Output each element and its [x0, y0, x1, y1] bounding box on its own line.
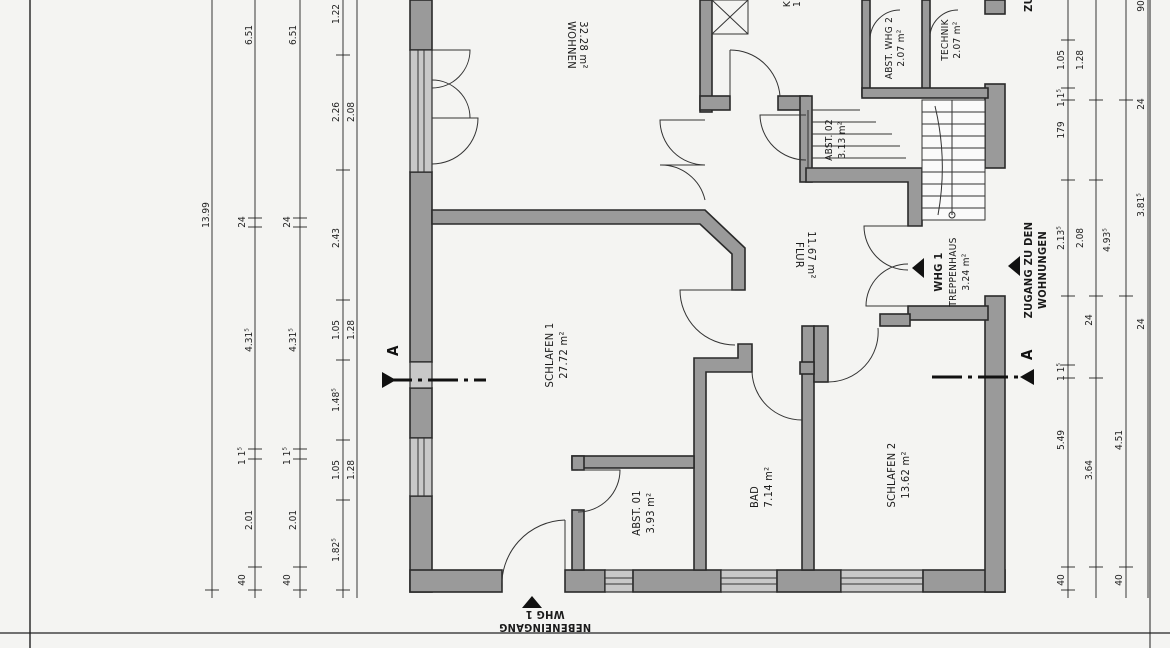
rdim-c3-0: 4.93⁵ [1102, 228, 1113, 252]
room-bad-area: 7.14 m² [762, 467, 775, 508]
rdim-c1-6: 40 [1056, 574, 1067, 586]
room-treppenhaus-area: 3.24 m² [961, 253, 972, 290]
rdim-c4-2: 3.81⁵ [1136, 193, 1147, 217]
dim-c4-2: 1.28 [346, 460, 357, 480]
rdim-c3-1: 4.51 [1114, 430, 1125, 450]
zugang-label-line1: ZUGANG ZU DEN [1022, 222, 1035, 319]
doors [431, 9, 959, 591]
room-flur-area: 11.67 m² [805, 231, 818, 278]
room-kueche-name: K [782, 0, 793, 7]
dim-c3-6: 1.82⁵ [331, 538, 342, 562]
room-kueche-area: 1 [792, 1, 803, 7]
room-schlafen1-name: SCHLAFEN 1 [543, 323, 556, 388]
rdim-c2-1: 2.08 [1075, 228, 1086, 248]
dimension-labels-left: 13.99 6.51 24 4.31⁵ 1 1⁵ 2.01 40 6.51 24… [201, 4, 357, 586]
room-treppenhaus-name: TREPPENHAUS [948, 237, 959, 307]
rdim-c4-1: 24 [1136, 98, 1147, 110]
room-wohnen-name: WOHNEN [565, 21, 578, 69]
dim-c2-4: 2.01 [288, 510, 299, 530]
section-a-left-label: A [384, 345, 402, 356]
dim-c3-5: 1.05 [331, 460, 342, 480]
dim-c3-4: 1.48⁵ [331, 388, 342, 412]
window-details [417, 50, 923, 585]
dim-c2-5: 40 [282, 574, 293, 586]
section-marker-right: A [932, 349, 1036, 385]
room-abst02-area: 3.13 m² [837, 121, 848, 158]
zugang-arrow [1008, 256, 1020, 276]
rdim-c1-3: 2.13⁵ [1056, 226, 1067, 250]
zugang-label-line2: WOHNUNGEN [1036, 231, 1049, 309]
room-schlafen2-name: SCHLAFEN 2 [885, 443, 898, 508]
room-schlafen2-area: 13.62 m² [899, 451, 912, 498]
section-marker-left: A [382, 345, 486, 388]
whg1-entrance-arrow [912, 258, 924, 278]
dim-c4-0: 2.08 [346, 102, 357, 122]
room-technik-area: 2.07 m² [952, 21, 963, 58]
dim-c3-2: 2.43 [331, 228, 342, 248]
dim-c2-0: 6.51 [288, 25, 299, 45]
rdim-c2-3: 3.64 [1084, 460, 1095, 480]
nebeneingang-arrow [522, 596, 542, 608]
rdim-c2-2: 24 [1084, 314, 1095, 326]
rdim-c4-0: 90 [1136, 0, 1147, 12]
dim-c1-1: 24 [237, 216, 248, 228]
room-bad-name: BAD [748, 486, 761, 508]
dim-c2-2: 4.31⁵ [288, 328, 299, 352]
nebeneingang-label-line2: WHG 1 [525, 608, 564, 621]
dim-c3-1: 2.26 [331, 102, 342, 122]
room-schlafen1-area: 27.72 m² [557, 331, 570, 378]
whg1-label: WHG 1 [932, 252, 945, 291]
room-abst01-area: 3.93 m² [644, 493, 657, 534]
dim-c2-3: 1 1⁵ [282, 447, 293, 465]
room-technik-name: TECHNIK [940, 18, 951, 61]
room-wohnen-area: 32.28 m² [577, 21, 590, 68]
section-a-right-label: A [1018, 349, 1036, 360]
dim-c1-3: 1 1⁵ [237, 447, 248, 465]
rdim-c1-0: 1.05 [1056, 50, 1067, 70]
kitchen-fixtures [711, 0, 749, 35]
dim-total: 13.99 [201, 202, 212, 228]
staircase [807, 99, 986, 221]
room-abstwhg2-name: ABST. WHG 2 [884, 17, 895, 79]
rdim-c1-4: 1 1⁵ [1056, 363, 1067, 381]
room-abst01-name: ABST. 01 [630, 490, 643, 536]
room-flur-name: FLUR [793, 242, 806, 268]
rdim-c1-5: 5.49 [1056, 430, 1067, 450]
rdim-c1-2: 179 [1056, 121, 1067, 138]
room-labels: WOHNEN 32.28 m² FLUR 11.67 m² SCHLAFEN 1… [499, 0, 1049, 634]
dim-c1-0: 6.51 [244, 25, 255, 45]
top-right-partial-label: ZU [1022, 0, 1035, 12]
rdim-c3-2: 40 [1114, 574, 1125, 586]
dim-c1-2: 4.31⁵ [244, 328, 255, 352]
room-abst02-name: ABST. 02 [824, 119, 835, 161]
room-abstwhg2-area: 2.07 m² [896, 29, 907, 66]
dim-c3-3: 1.05 [331, 320, 342, 340]
rdim-c2-0: 1.28 [1075, 50, 1086, 70]
nebeneingang-label-line1: NEBENEINGANG [499, 621, 591, 634]
dim-c3-0: 1.22 [331, 4, 342, 24]
dim-c1-5: 40 [237, 574, 248, 586]
dim-c4-1: 1.28 [346, 320, 357, 340]
dimension-labels-right: 1.05 1 1⁵ 179 2.13⁵ 1 1⁵ 5.49 40 1.28 2.… [1056, 0, 1147, 586]
rdim-c1-1: 1 1⁵ [1056, 89, 1067, 107]
dimension-chains-right [1061, 0, 1149, 598]
walls [409, 0, 1006, 593]
dim-c2-1: 24 [282, 216, 293, 228]
dimension-chains-left [205, 0, 358, 598]
rdim-c4-3: 24 [1136, 318, 1147, 330]
dim-c1-4: 2.01 [244, 510, 255, 530]
